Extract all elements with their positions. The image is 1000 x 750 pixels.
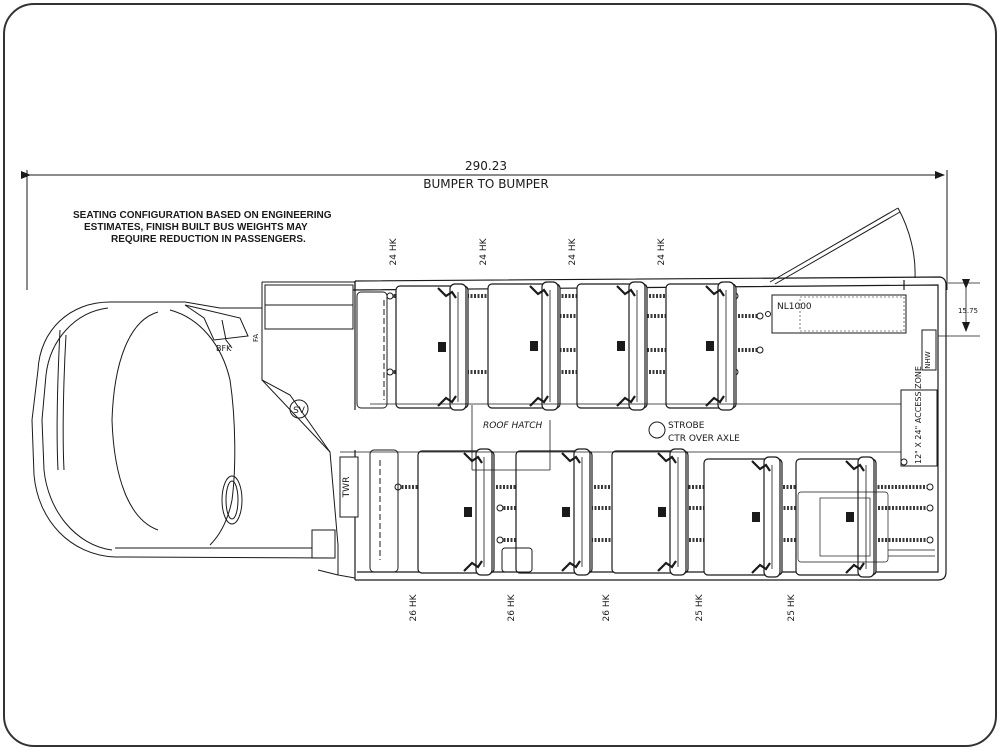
step-box	[501, 547, 533, 573]
seat-label-bottom: 26 HK	[507, 593, 517, 621]
seat-label-bottom: 25 HK	[695, 593, 705, 621]
strobe-marker	[648, 421, 666, 439]
seat-label-bottom: 25 HK	[787, 593, 797, 621]
nl-mount	[765, 311, 771, 317]
seat-label-bottom: 26 HK	[409, 593, 419, 621]
roof-hatch-label: ROOF HATCH	[483, 421, 543, 431]
nhw-label: NHW	[924, 351, 932, 369]
track-end	[926, 483, 934, 491]
track-end	[386, 368, 394, 376]
bumper-dimension: 290.23 BUMPER TO BUMPER	[21, 159, 948, 290]
passenger-seat	[795, 456, 877, 578]
nl-label: NL1000	[777, 302, 812, 312]
passenger-seat	[703, 456, 783, 578]
note-line-2: ESTIMATES, FINISH BUILT BUS WEIGHTS MAY	[84, 222, 308, 233]
note-line-1: SEATING CONFIGURATION BASED ON ENGINEERI…	[73, 210, 332, 221]
strobe-label-1: STROBE	[668, 421, 705, 431]
access-zone: 12" X 24" ACCESS ZONE	[900, 366, 938, 467]
passenger-seat	[665, 281, 737, 411]
sv-label: SV	[293, 406, 306, 416]
passenger-seat	[611, 448, 689, 576]
passenger-seat	[395, 283, 469, 411]
twr-label: TWR	[342, 477, 352, 499]
seat-label-top: 24 HK	[389, 237, 399, 265]
strobe-label-2: CTR OVER AXLE	[668, 434, 740, 444]
passenger-seat	[487, 281, 561, 411]
nl-inner	[799, 296, 905, 332]
track-end	[926, 504, 934, 512]
nhw-box	[921, 329, 937, 371]
side-dimension: 15.75	[938, 279, 980, 337]
seat-row-top	[395, 281, 737, 411]
twr-box	[339, 456, 359, 518]
passenger-seat	[417, 448, 495, 576]
dimension-value: 290.23	[465, 159, 507, 173]
seat-label-top: 24 HK	[568, 237, 578, 265]
side-dimension-value: 15.75	[958, 307, 978, 315]
cab-outline	[31, 281, 356, 579]
track-end	[756, 346, 764, 354]
bfk-label: BFK	[216, 344, 232, 353]
seat-labels-bottom: 26 HK 26 HK 26 HK 25 HK 25 HK	[409, 593, 797, 621]
seat-labels-top: 24 HK 24 HK 24 HK 24 HK	[389, 237, 667, 265]
seat-row-bottom	[417, 448, 877, 578]
roof-hatch	[471, 405, 551, 471]
front-bench-bottom	[369, 449, 399, 573]
door-swing	[769, 207, 916, 285]
dimension-label: BUMPER TO BUMPER	[423, 177, 548, 191]
track-end	[496, 536, 504, 544]
track-end	[756, 312, 764, 320]
passenger-seat	[515, 448, 593, 576]
seat-label-bottom: 26 HK	[602, 593, 612, 621]
seat-label-top: 24 HK	[479, 237, 489, 265]
track-end	[386, 292, 394, 300]
seating-note: SEATING CONFIGURATION BASED ON ENGINEERI…	[73, 210, 332, 245]
passenger-seat	[576, 281, 648, 411]
sv-marker	[289, 399, 309, 419]
track-end	[926, 536, 934, 544]
fa-label: FA	[252, 334, 260, 342]
front-bench-top	[356, 291, 388, 409]
rear-lift	[797, 491, 935, 563]
track-end	[496, 504, 504, 512]
nl-box	[771, 294, 907, 334]
note-line-3: REQUIRE REDUCTION IN PASSENGERS.	[111, 234, 306, 245]
access-zone-label: 12" X 24" ACCESS ZONE	[914, 366, 923, 464]
seat-label-top: 24 HK	[657, 237, 667, 265]
